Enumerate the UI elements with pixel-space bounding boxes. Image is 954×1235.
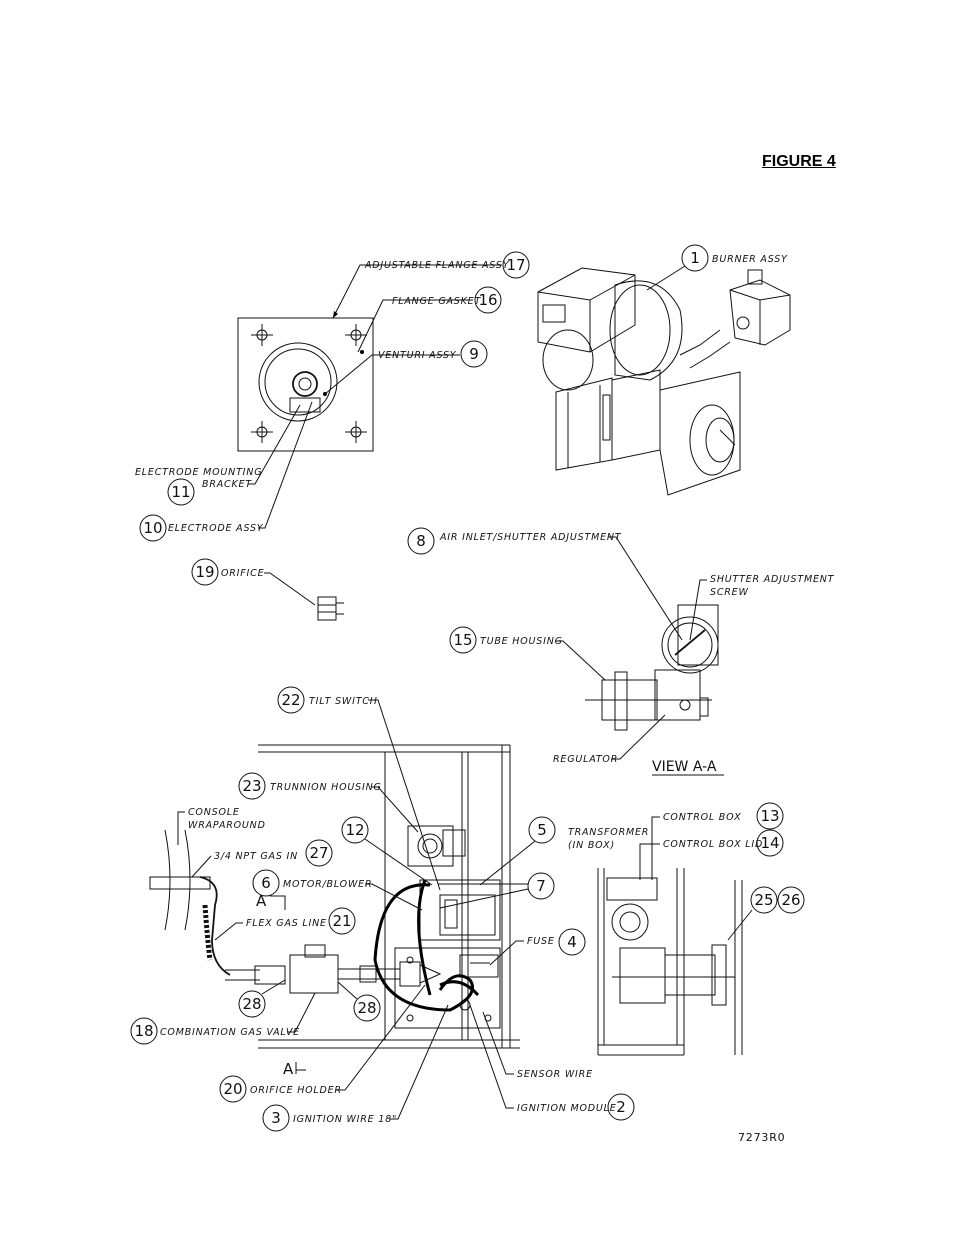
console-label-line1: CONSOLE [188, 807, 240, 818]
callout-label-14: CONTROL BOX LID [663, 839, 763, 850]
callout-label-10: ELECTRODE ASSY [168, 523, 264, 534]
callout-label-18: COMBINATION GAS VALVE [160, 1027, 300, 1038]
view-aa-drawing [585, 604, 719, 731]
callout-number-5: 5 [537, 821, 547, 839]
callout-number-14: 14 [760, 834, 779, 852]
burner-assembly-drawing [537, 267, 791, 496]
callout-number-22: 22 [281, 691, 300, 709]
callout-number-10: 10 [143, 519, 162, 537]
regulator-label: REGULATOR [553, 754, 618, 765]
callout-label-5-line2: (IN BOX) [568, 840, 615, 851]
callout-label-16: FLANGE GASKET [392, 296, 481, 307]
shutter-screw-label-line2: SCREW [710, 587, 749, 598]
callout-label-1: BURNER ASSY [712, 254, 788, 265]
control-box-detail-drawing [597, 868, 743, 1056]
figure-title: FIGURE 4 [762, 153, 836, 170]
callout-number-17: 17 [506, 256, 525, 274]
drawing-number: 7273R0 [738, 1131, 785, 1144]
callout-label-6: MOTOR/BLOWER [283, 879, 372, 890]
callout-number-4: 4 [567, 933, 577, 951]
callout-number-28-right: 28 [357, 999, 376, 1017]
view-label: VIEW A-A [652, 759, 717, 775]
callout-label-15: TUBE HOUSING [480, 636, 563, 647]
callout-number-19: 19 [195, 563, 214, 581]
callout-number-6: 6 [261, 874, 271, 892]
callout-number-16: 16 [478, 291, 497, 309]
callout-label-2: IGNITION MODULE [517, 1103, 617, 1114]
callout-number-18: 18 [134, 1022, 153, 1040]
callout-label-11-line2: BRACKET [202, 479, 252, 490]
callout-number-25: 25 [754, 891, 773, 909]
callout-number-27: 27 [309, 844, 328, 862]
callout-label-8: AIR INLET/SHUTTER ADJUSTMENT [439, 532, 622, 543]
callout-number-12: 12 [345, 821, 364, 839]
callout-label-23: TRUNNION HOUSING [270, 782, 382, 793]
callout-label-13: CONTROL BOX [663, 812, 741, 823]
shutter-screw-label-line1: SHUTTER ADJUSTMENT [710, 574, 835, 585]
callout-number-8: 8 [416, 532, 426, 550]
callout-number-9: 9 [469, 345, 479, 363]
callout-label-21: FLEX GAS LINE [246, 918, 327, 929]
callout-label-27: 3/4 NPT GAS IN [214, 851, 298, 862]
callout-label-22: TILT SWITCH [309, 696, 378, 707]
callout-number-1: 1 [690, 249, 700, 267]
callout-number-7: 7 [536, 877, 546, 895]
callout-label-3: IGNITION WIRE 18" [293, 1114, 397, 1125]
callout-number-28-left: 28 [242, 995, 261, 1013]
adjustable-flange-drawing [237, 317, 374, 452]
callout-number-20: 20 [223, 1080, 242, 1098]
callout-number-21: 21 [332, 912, 351, 930]
console-frame-drawing [149, 744, 520, 1049]
callout-label-11-line1: ELECTRODE MOUNTING [135, 467, 262, 478]
callout-number-3: 3 [271, 1109, 281, 1127]
callout-label-5-line1: TRANSFORMER [568, 827, 649, 838]
callout-number-11: 11 [171, 483, 190, 501]
section-marker-bottom: A [283, 1060, 294, 1078]
callout-label-4: FUSE [527, 936, 555, 947]
console-label-line2: WRAPAROUND [188, 820, 266, 831]
callout-label-17: ADJUSTABLE FLANGE ASSY [364, 260, 510, 271]
callout-number-26: 26 [781, 891, 800, 909]
callout-label-19: ORIFICE [221, 568, 264, 579]
section-marker-top: A [256, 892, 267, 910]
callout-label-9: VENTURI ASSY [378, 350, 457, 361]
callout-label-20: ORIFICE HOLDER [250, 1085, 342, 1096]
callout-number-15: 15 [453, 631, 472, 649]
callout-number-23: 23 [242, 777, 261, 795]
orifice-drawing [317, 596, 344, 621]
callout-number-13: 13 [760, 807, 779, 825]
callout-number-2: 2 [616, 1098, 626, 1116]
sensor-wire-label: SENSOR WIRE [517, 1069, 593, 1080]
